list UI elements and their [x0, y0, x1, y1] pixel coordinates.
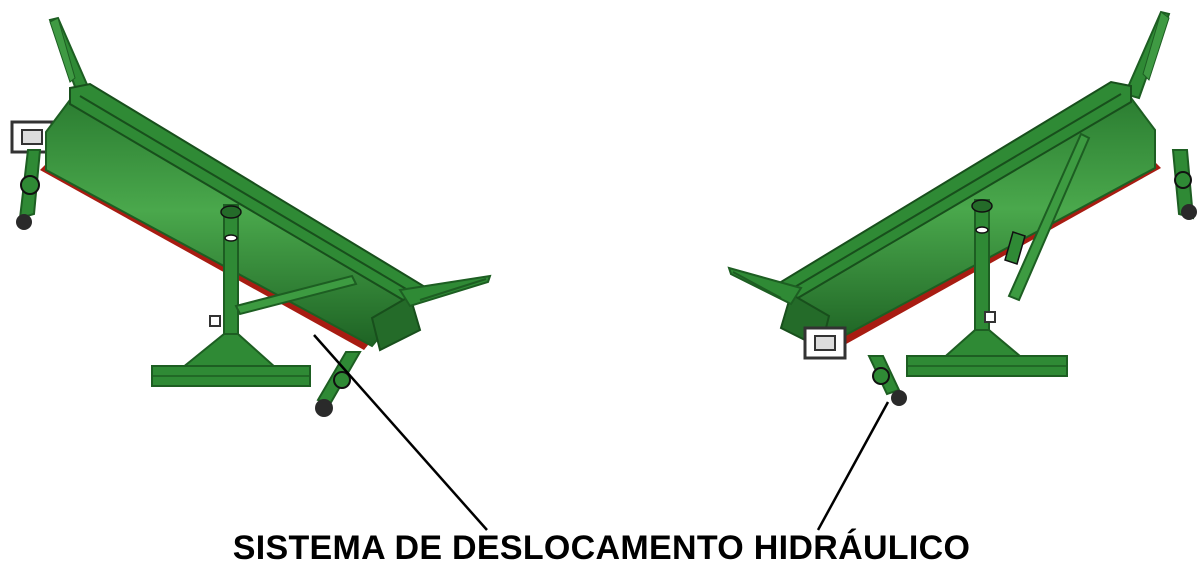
left-hydraulic-cylinder [234, 274, 358, 316]
right-side-hitch [727, 266, 803, 306]
leader-line-left [313, 334, 488, 531]
leader-line-right [816, 401, 890, 531]
right-drum [789, 96, 1156, 346]
implement-right [727, 10, 1197, 406]
implement-left [10, 16, 492, 417]
right-hydraulic-cylinder [1007, 132, 1091, 302]
left-base-gusset [179, 333, 279, 369]
diagram-caption: SISTEMA DE DESLOCAMENTO HIDRÁULICO [232, 529, 971, 567]
